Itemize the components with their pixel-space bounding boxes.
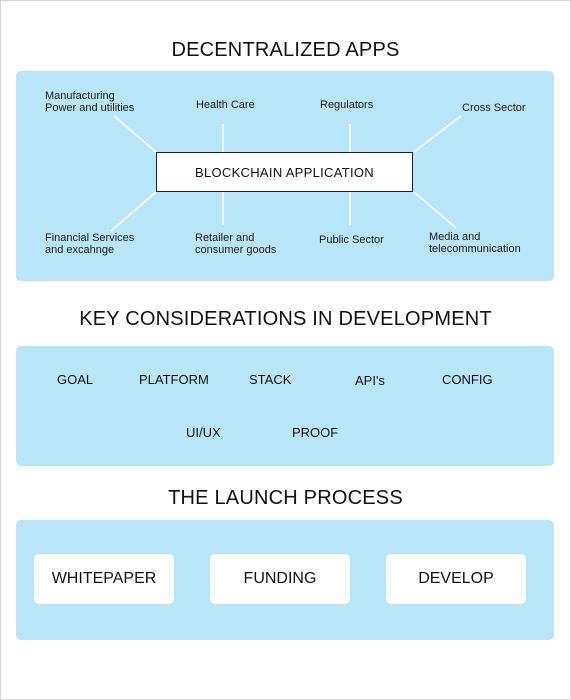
launch-process-title: THE LAUNCH PROCESS bbox=[168, 487, 403, 509]
step-develop: DEVELOP bbox=[386, 554, 526, 604]
node-media: Media and telecommunication bbox=[429, 231, 521, 255]
node-manufacturing: Manufacturing Power and utilities bbox=[45, 90, 135, 114]
consideration-proof: PROOF bbox=[292, 425, 339, 440]
consideration-config: CONFIG bbox=[442, 372, 493, 387]
node-cross-sector: Cross Sector bbox=[462, 102, 526, 114]
node-regulators: Regulators bbox=[320, 99, 374, 111]
step-whitepaper: WHITEPAPER bbox=[34, 554, 174, 604]
node-public-sector: Public Sector bbox=[319, 234, 384, 246]
step-funding: FUNDING bbox=[210, 554, 350, 604]
key-considerations-title: KEY CONSIDERATIONS IN DEVELOPMENT bbox=[79, 308, 492, 330]
node-retailer: Retailer and consumer goods bbox=[195, 232, 277, 256]
consideration-apis: API's bbox=[355, 373, 385, 388]
blockchain-application-box: BLOCKCHAIN APPLICATION bbox=[156, 152, 413, 192]
node-financial-services: Financial Services and excahnge bbox=[45, 232, 135, 256]
consideration-goal: GOAL bbox=[57, 372, 94, 387]
consideration-platform: PLATFORM bbox=[139, 372, 209, 387]
decentralized-apps-title: DECENTRALIZED APPS bbox=[171, 39, 400, 61]
node-health-care: Health Care bbox=[196, 99, 255, 111]
consideration-ui-ux: UI/UX bbox=[186, 425, 221, 440]
key-considerations-panel bbox=[16, 346, 554, 466]
consideration-stack: STACK bbox=[249, 372, 292, 387]
